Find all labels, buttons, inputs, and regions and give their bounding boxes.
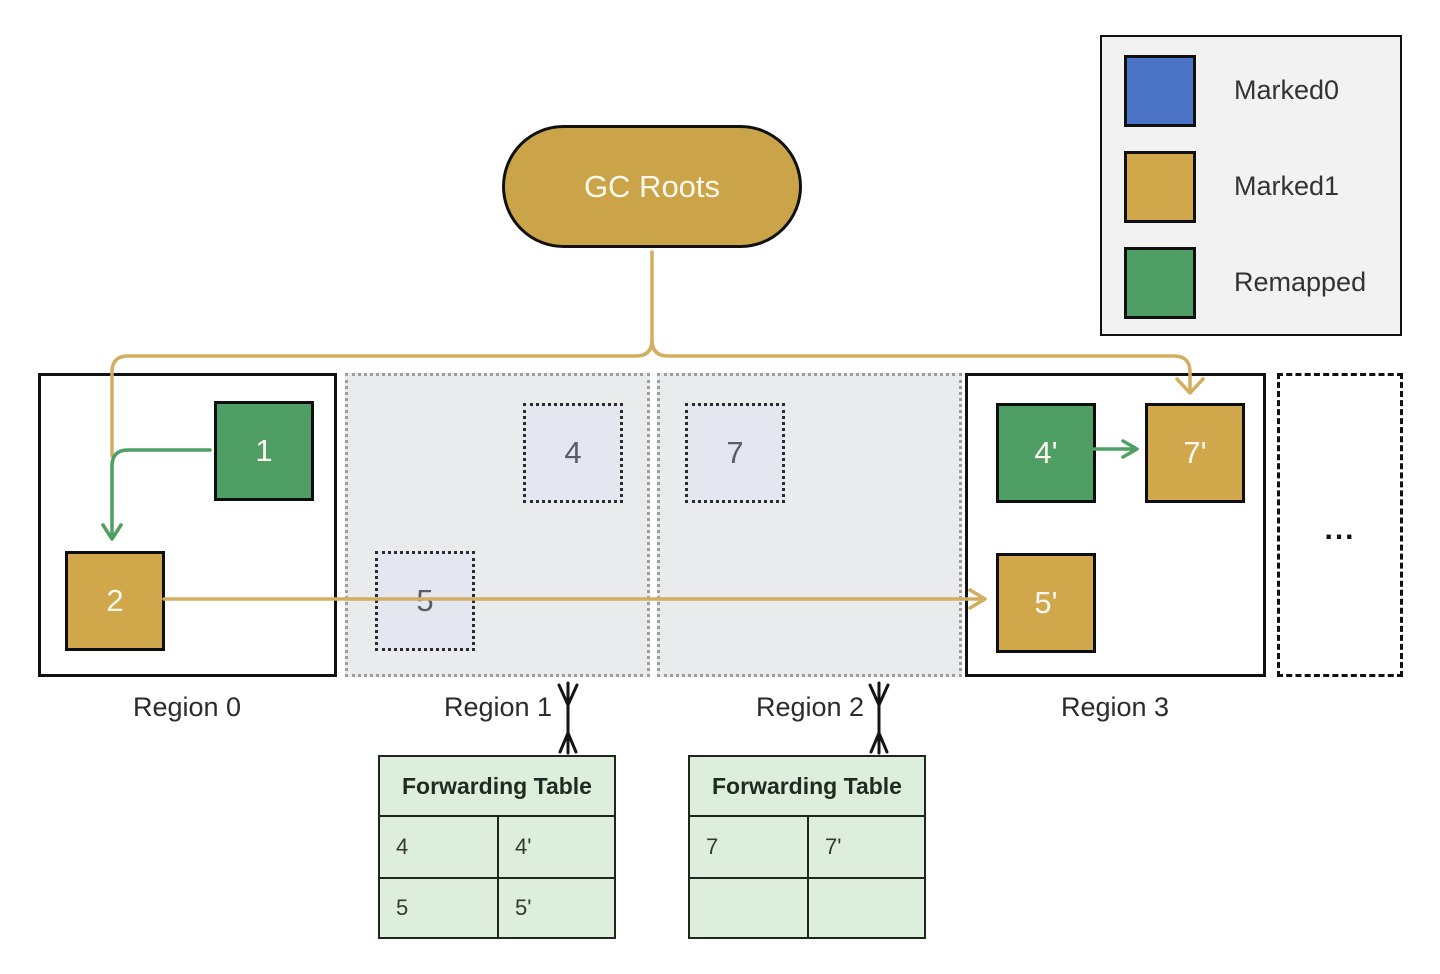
object-7-prime: 7' [1145, 403, 1245, 503]
legend-item-label: Remapped [1234, 267, 1367, 297]
connector-bottom-arrowhead-icon [869, 731, 889, 754]
connector-bottom-arrowhead-icon [558, 731, 578, 754]
legend-item-marked0: Marked0 [1124, 54, 1380, 127]
object-7-ghost: 7 [685, 403, 785, 503]
legend-item-marked1: Marked1 [1124, 150, 1380, 223]
forwarding-table-2: Forwarding Table 7 7' [688, 755, 926, 939]
region-1-label: Region 1 [443, 692, 553, 722]
table-cell-to: 7' [807, 817, 924, 877]
legend: Marked0 Marked1 Remapped [1100, 35, 1402, 336]
object-4-prime: 4' [996, 403, 1096, 503]
marked1-swatch-icon [1124, 150, 1196, 223]
table-cell-to [807, 879, 924, 937]
ellipsis-label: ... [1324, 513, 1356, 546]
region-3-label: Region 3 [1060, 692, 1170, 722]
region-3: 4' 7' 5' [965, 373, 1266, 677]
region-2-label: Region 2 [755, 692, 865, 722]
table-row: 7 7' [690, 817, 924, 877]
remapped-swatch-icon [1124, 246, 1196, 319]
region-1: 4 5 [345, 373, 650, 677]
legend-item-label: Marked1 [1234, 171, 1340, 201]
object-4-ghost: 4 [523, 403, 623, 503]
table-row: 4 4' [380, 817, 614, 877]
forwarding-table-title: Forwarding Table [380, 757, 614, 817]
object-5-prime: 5' [996, 553, 1096, 653]
forwarding-table-1: Forwarding Table 4 4' 5 5' [378, 755, 616, 939]
region-2: 7 [657, 373, 962, 677]
legend-item-remapped: Remapped [1124, 246, 1380, 319]
table-cell-from [690, 879, 807, 937]
more-regions-box: ... [1277, 373, 1403, 677]
region-0-label: Region 0 [132, 692, 242, 722]
table-cell-to: 4' [497, 817, 614, 877]
table-cell-to: 5' [497, 879, 614, 937]
gc-roots-node: GC Roots [502, 125, 802, 248]
table-row [690, 877, 924, 937]
table-cell-from: 4 [396, 834, 409, 859]
table-cell-from: 5 [396, 895, 409, 920]
table-row: 5 5' [380, 877, 614, 937]
forwarding-table-title: Forwarding Table [690, 757, 924, 817]
legend-item-label: Marked0 [1234, 75, 1340, 105]
object-1: 1 [214, 401, 314, 501]
marked0-swatch-icon [1124, 54, 1196, 127]
table-cell-from: 7 [706, 834, 719, 859]
object-5-ghost: 5 [375, 551, 475, 651]
object-2: 2 [65, 551, 165, 651]
region-0: 1 2 [38, 373, 337, 677]
